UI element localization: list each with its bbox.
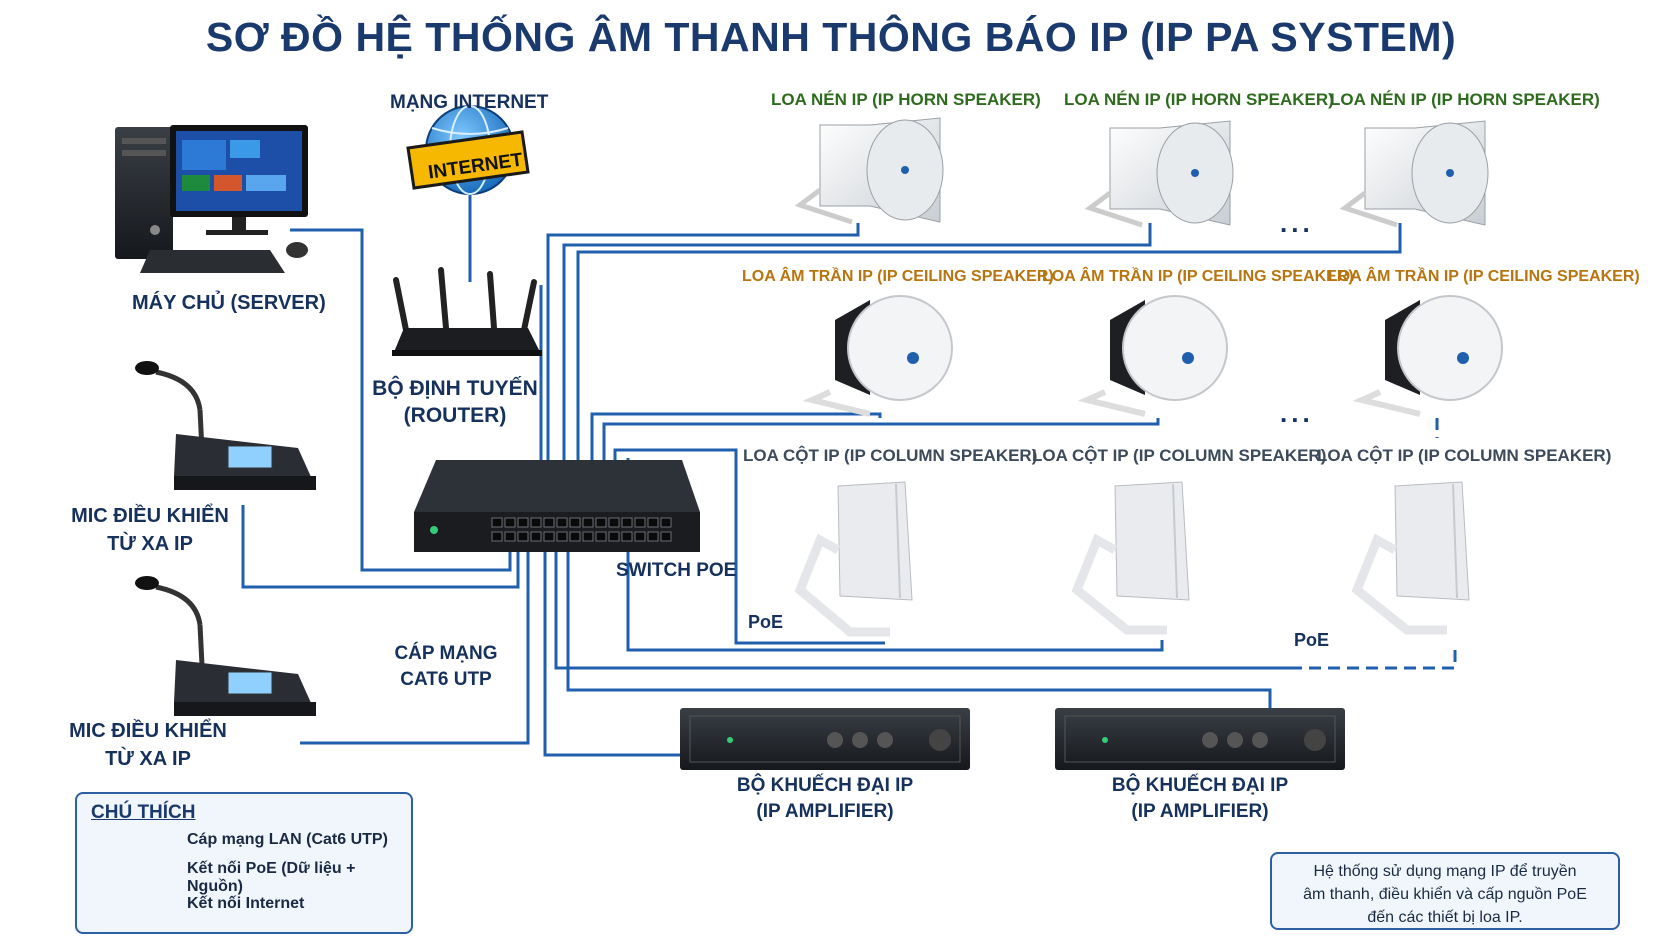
legend-box: CHÚ THÍCH Cáp mạng LAN (Cat6 UTP) Kết nố… bbox=[75, 792, 413, 934]
ceiling-speaker-1 bbox=[802, 295, 953, 417]
note-line-2: âm thanh, điều khiển và cấp nguồn PoE bbox=[1303, 886, 1587, 903]
server-computer bbox=[115, 125, 308, 273]
mic2-label-line2: TỪ XA IP bbox=[105, 748, 191, 770]
switch-label: SWITCH POE bbox=[616, 560, 737, 581]
amp2-label-line1: BỘ KHUẾCH ĐẠI IP bbox=[1111, 775, 1289, 796]
router-label-line1: BỘ ĐỊNH TUYẾN bbox=[372, 377, 538, 400]
amp1-label-line2: (IP AMPLIFIER) bbox=[756, 801, 894, 822]
legend-internet-text: Kết nối Internet bbox=[187, 895, 305, 912]
note-line-3: đến các thiết bị loa IP. bbox=[1367, 909, 1523, 926]
amp1-label-line1: BỘ KHUẾCH ĐẠI IP bbox=[736, 775, 914, 796]
cable-mic1-switch bbox=[241, 505, 520, 589]
cable-label-line1: CÁP MẠNG bbox=[394, 643, 498, 664]
cable-mic2-switch bbox=[300, 548, 530, 745]
poe-cable-ceiling3 bbox=[1290, 650, 1457, 670]
poe-switch bbox=[414, 460, 700, 552]
internet-label: MẠNG INTERNET bbox=[390, 92, 549, 113]
legend-poe-text: Kết nối PoE (Dữ liệu + Nguồn) bbox=[187, 860, 356, 895]
column-speaker-2 bbox=[1071, 481, 1190, 635]
legend-lan-text: Cáp mạng LAN (Cat6 UTP) bbox=[187, 831, 388, 848]
column-speaker-1 bbox=[794, 481, 913, 637]
ceiling-more-ellipsis: ... bbox=[1280, 398, 1314, 428]
cable-ceiling3 bbox=[554, 548, 1290, 670]
horn-speaker-1 bbox=[794, 117, 944, 225]
horn-speaker-2 bbox=[1084, 120, 1234, 228]
cable-horn1 bbox=[546, 223, 860, 548]
router-label-line2: (ROUTER) bbox=[403, 404, 507, 427]
remote-mic-1 bbox=[135, 361, 316, 490]
mic1-label-line2: TỪ XA IP bbox=[107, 533, 193, 555]
router bbox=[392, 267, 542, 356]
cable-amp2 bbox=[566, 548, 1272, 708]
page-title: SƠ ĐỒ HỆ THỐNG ÂM THANH THÔNG BÁO IP (IP… bbox=[205, 14, 1457, 60]
poe-label-2: PoE bbox=[1294, 630, 1330, 650]
cable-amp1 bbox=[543, 548, 683, 757]
column-label-3: LOA CỘT IP (IP COLUMN SPEAKER) bbox=[1317, 446, 1612, 465]
cable-horn3 bbox=[576, 223, 1402, 548]
ceiling-label-2: LOA ÂM TRẦN IP (IP CEILING SPEAKER) bbox=[1042, 268, 1354, 285]
legend-title: CHÚ THÍCH bbox=[91, 802, 196, 823]
cable-server-switch bbox=[290, 228, 512, 572]
remote-mic-2 bbox=[135, 576, 316, 716]
horn-label-1: LOA NÉN IP (IP HORN SPEAKER) bbox=[771, 90, 1041, 109]
ip-amplifier-2 bbox=[1055, 708, 1345, 770]
horn-more-ellipsis: ... bbox=[1280, 208, 1314, 238]
cable-horn2 bbox=[562, 223, 1152, 548]
ceiling-speaker-3 bbox=[1352, 295, 1503, 417]
ceiling-label-3: LOA ÂM TRẦN IP (IP CEILING SPEAKER) bbox=[1328, 268, 1640, 285]
horn-label-2: LOA NÉN IP (IP HORN SPEAKER) bbox=[1064, 90, 1334, 109]
column-speaker-3 bbox=[1351, 481, 1470, 635]
internet-globe-icon bbox=[406, 105, 530, 195]
cable-label-line2: CAT6 UTP bbox=[400, 669, 492, 690]
column-label-1: LOA CỘT IP (IP COLUMN SPEAKER) bbox=[743, 446, 1038, 465]
ceiling-label-1: LOA ÂM TRẦN IP (IP CEILING SPEAKER) bbox=[742, 268, 1054, 285]
server-label: MÁY CHỦ (SERVER) bbox=[132, 292, 326, 314]
mic1-label-line1: MIC ĐIỀU KHIỂN bbox=[71, 505, 229, 527]
ceiling-speaker-2 bbox=[1077, 295, 1228, 417]
mic2-label-line1: MIC ĐIỀU KHIỂN bbox=[69, 720, 227, 742]
info-note: Hệ thống sử dụng mạng IP để truyền âm th… bbox=[1270, 852, 1620, 930]
ip-amplifier-1 bbox=[680, 708, 970, 770]
column-label-2: LOA CỘT IP (IP COLUMN SPEAKER) bbox=[1032, 446, 1327, 465]
note-line-1: Hệ thống sử dụng mạng IP để truyền bbox=[1313, 863, 1577, 880]
horn-label-3: LOA NÉN IP (IP HORN SPEAKER) bbox=[1330, 90, 1600, 109]
horn-speaker-3 bbox=[1339, 120, 1489, 228]
poe-cables bbox=[1290, 418, 1457, 670]
amp2-label-line2: (IP AMPLIFIER) bbox=[1131, 801, 1269, 822]
poe-label-1: PoE bbox=[748, 612, 784, 632]
